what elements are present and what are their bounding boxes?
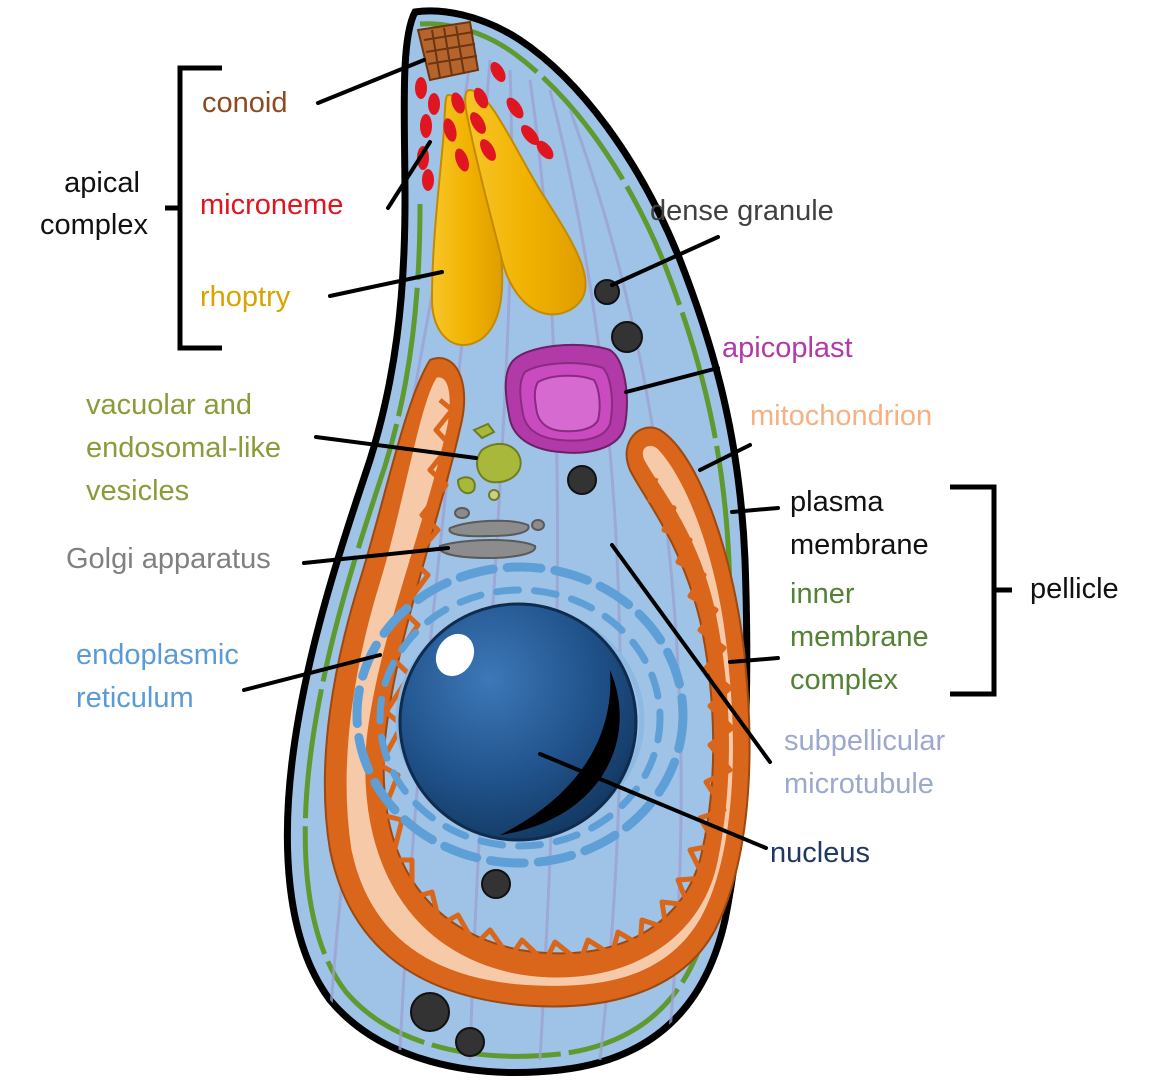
label-apical-complex-line-1: apical: [64, 167, 140, 199]
label-apical-complex: apical complex: [40, 167, 148, 241]
microneme: [422, 169, 434, 191]
dense-granule: [482, 870, 510, 898]
label-plasma-membrane-line-2: membrane: [790, 529, 929, 561]
microneme: [428, 93, 440, 115]
label-vesicles: vacuolar and endosomal-like vesicles: [86, 389, 289, 507]
dense-granule: [612, 322, 642, 352]
label-imc-line-3: complex: [790, 664, 898, 696]
golgi-vesicle: [532, 520, 544, 530]
label-microtubule-line-1: subpellicular: [784, 725, 946, 757]
dense-granule: [568, 466, 596, 494]
label-vesicles-line-1: vacuolar and: [86, 389, 252, 421]
pellicle-bracket-shape: [950, 487, 1012, 694]
label-conoid: conoid: [202, 87, 287, 119]
label-apical-complex-line-2: complex: [40, 209, 148, 241]
label-dense-granule: dense granule: [650, 195, 834, 227]
microneme: [420, 114, 432, 138]
label-microneme: microneme: [200, 189, 343, 221]
label-vesicles-line-2: endosomal-like: [86, 432, 281, 464]
apicoplast: [506, 345, 627, 453]
label-subpellicular-microtubule: subpellicular microtubule: [784, 725, 953, 800]
vesicle-tiny: [489, 490, 499, 500]
golgi-vesicle: [455, 508, 469, 518]
microneme: [415, 77, 427, 99]
label-er-line-2: reticulum: [76, 682, 194, 714]
label-golgi: Golgi apparatus: [66, 543, 271, 575]
nucleus: [400, 604, 636, 840]
vesicle-large: [477, 444, 521, 482]
label-pellicle: pellicle: [1030, 573, 1119, 605]
vesicle-small-bottom: [458, 477, 475, 493]
label-mitochondrion: mitochondrion: [750, 400, 932, 432]
dense-granule: [456, 1028, 484, 1056]
label-vesicles-line-3: vesicles: [86, 475, 189, 507]
conoid: [418, 22, 478, 80]
label-plasma-membrane: plasma membrane: [790, 486, 929, 561]
label-er-line-1: endoplasmic: [76, 639, 239, 671]
label-microtubule-line-2: microtubule: [784, 768, 934, 800]
label-nucleus: nucleus: [770, 837, 870, 869]
label-inner-membrane-complex: inner membrane complex: [790, 578, 937, 696]
label-imc-line-2: membrane: [790, 621, 929, 653]
label-plasma-membrane-line-1: plasma: [790, 486, 884, 518]
label-er: endoplasmic reticulum: [76, 639, 247, 714]
nucleus-body: [400, 604, 636, 840]
label-apicoplast: apicoplast: [722, 332, 853, 364]
golgi-cisterna-2: [440, 540, 536, 558]
apicoplast-inner: [535, 376, 600, 432]
dense-granule: [411, 993, 449, 1031]
label-rhoptry: rhoptry: [200, 281, 291, 313]
pellicle-bracket: [950, 487, 1012, 694]
label-imc-line-1: inner: [790, 578, 855, 610]
